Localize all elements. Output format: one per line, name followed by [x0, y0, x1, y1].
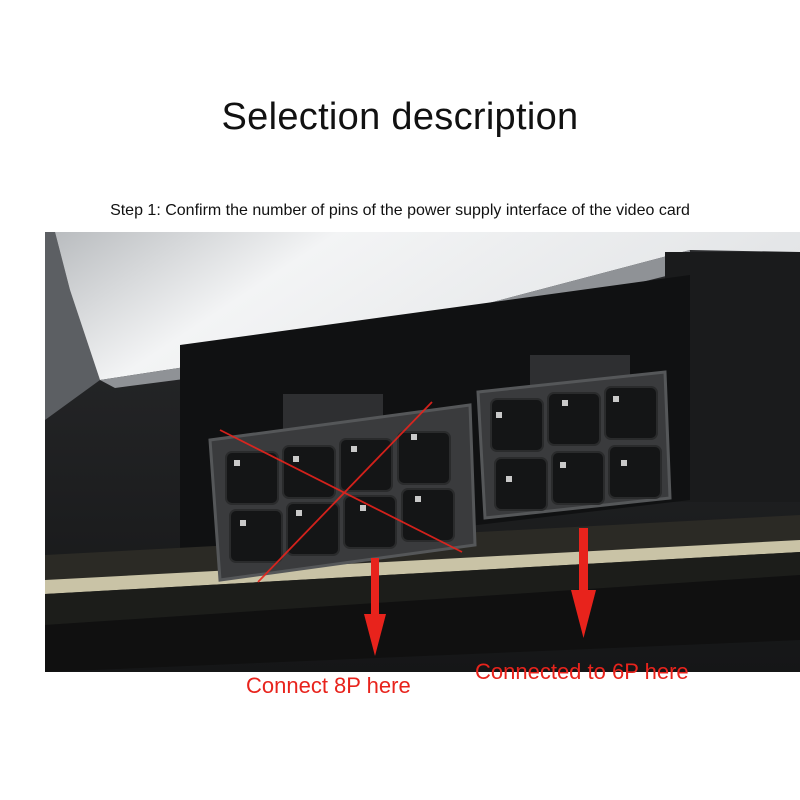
- arrow-6p: [571, 528, 596, 638]
- cross-out-mark: [219, 401, 463, 583]
- page-title: Selection description: [221, 96, 579, 138]
- connect-6p-label: Connected to 6P here: [475, 659, 689, 684]
- step-instruction: Step 1: Confirm the number of pins of th…: [110, 202, 690, 219]
- arrow-8p: [364, 558, 386, 656]
- connector-6pin: [476, 355, 672, 520]
- connect-8p-label: Connect 8P here: [246, 673, 411, 698]
- pcb-edge: [45, 515, 800, 672]
